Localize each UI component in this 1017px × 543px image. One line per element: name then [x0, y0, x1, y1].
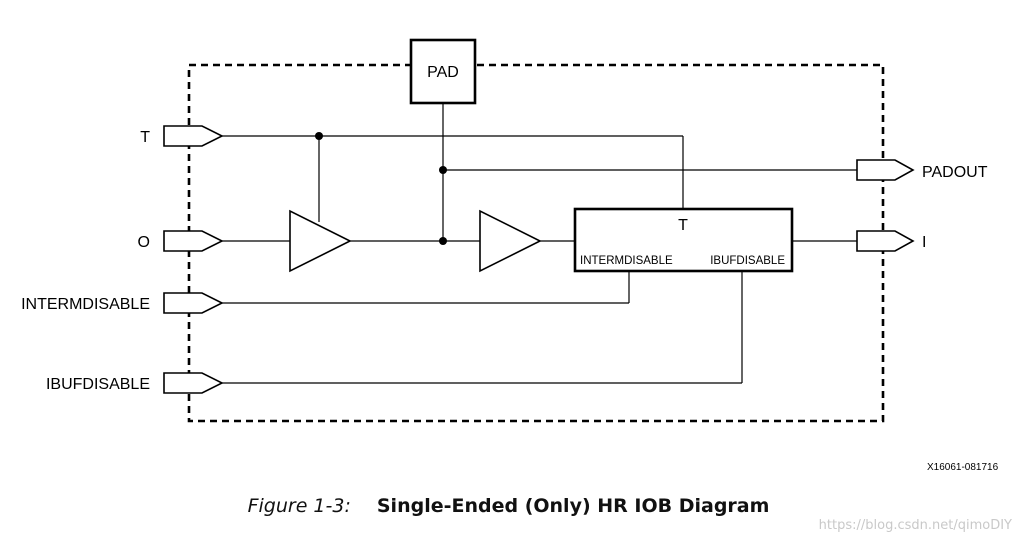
port-t-label: T	[140, 129, 150, 146]
output-buffer-triangle	[289, 209, 352, 273]
port-i-symbol	[856, 230, 915, 252]
block-intermdisable-label: INTERMDISABLE	[580, 255, 673, 267]
input-buffer-triangle	[479, 209, 542, 273]
pad-label: PAD	[427, 64, 459, 81]
figure-id: X16061-081716	[927, 462, 999, 473]
wires	[222, 103, 857, 384]
port-t-symbol	[163, 125, 224, 147]
port-intermdisable-symbol	[163, 292, 224, 314]
port-intermdisable-label: INTERMDISABLE	[21, 296, 150, 313]
block-ibufdisable-label: IBUFDISABLE	[710, 255, 785, 267]
input-termination-block	[573, 207, 794, 273]
junction-dot	[439, 237, 447, 245]
junction-dot	[315, 132, 323, 140]
port-o-symbol	[163, 230, 224, 252]
port-padout-label: PADOUT	[922, 164, 988, 181]
caption-number: Figure 1-3:	[247, 495, 351, 517]
block-t-label: T	[678, 217, 688, 234]
figure-caption: Figure 1-3: Single-Ended (Only) HR IOB Di…	[0, 495, 1017, 517]
caption-title: Single-Ended (Only) HR IOB Diagram	[376, 495, 770, 517]
port-ibufdisable-symbol	[163, 372, 224, 394]
port-ibufdisable-label: IBUFDISABLE	[46, 376, 150, 393]
pad-box	[409, 38, 477, 105]
port-o-label: O	[138, 234, 150, 251]
junction-dot	[439, 166, 447, 174]
port-i-label: I	[922, 234, 926, 251]
watermark: https://blog.csdn.net/qimoDIY	[819, 518, 1012, 533]
port-padout-symbol	[856, 159, 915, 181]
